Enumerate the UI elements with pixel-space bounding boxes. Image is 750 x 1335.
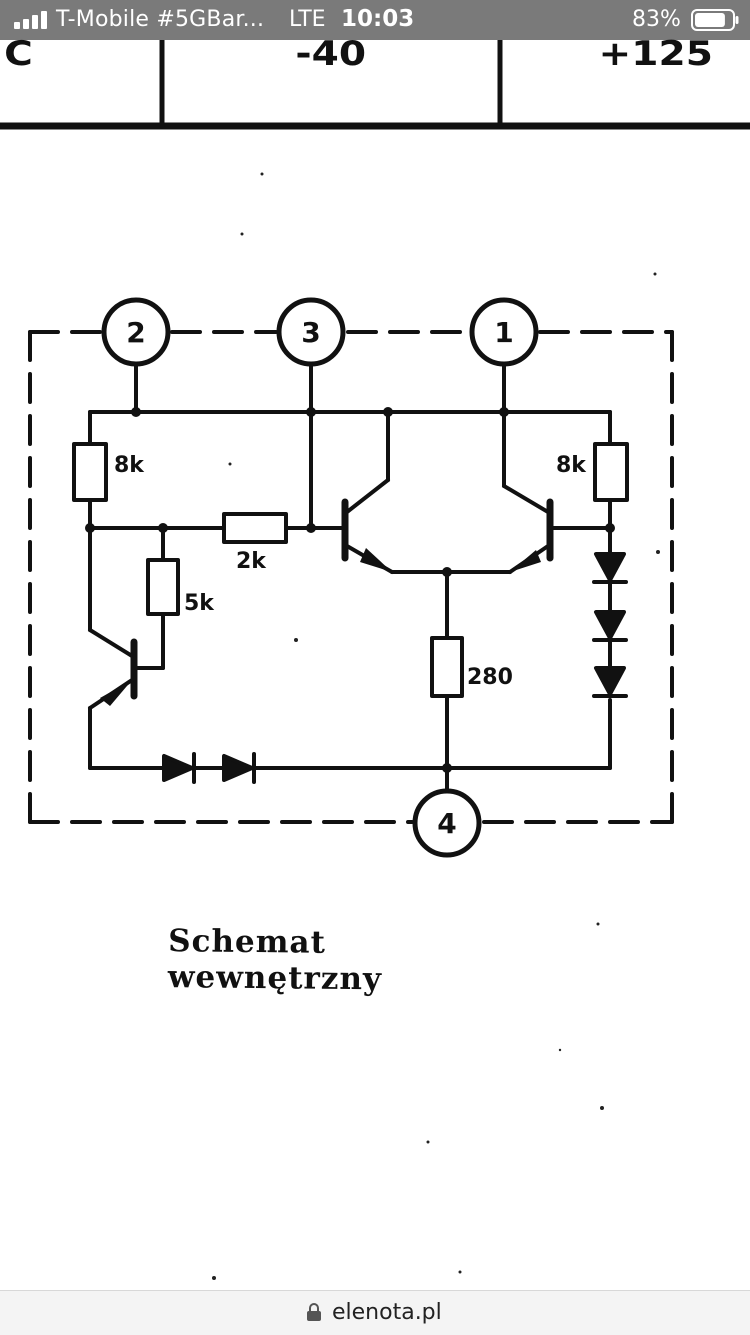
circuit-schematic: 2 3 1 4 8k 2k 5k 8k 280 xyxy=(0,40,750,1280)
resistor-5k-label: 5k xyxy=(184,591,215,616)
table-lines xyxy=(0,40,750,130)
table-cell-min: -40 xyxy=(295,34,367,74)
pin-2-label: 2 xyxy=(126,316,145,349)
junction-dots xyxy=(85,407,615,773)
schematic-caption: Schemat wewnętrzny xyxy=(167,923,383,998)
pin-3-label: 3 xyxy=(301,316,320,349)
resistor-5k xyxy=(146,558,180,616)
status-time: 10:03 xyxy=(341,6,415,32)
resistor-280-label: 280 xyxy=(467,665,513,690)
diode-bottom-2 xyxy=(222,752,256,784)
diode-bottom-1 xyxy=(161,752,224,784)
diode-right-1 xyxy=(592,552,628,614)
carrier-name: T-Mobile #5GBar... xyxy=(56,7,265,32)
url-text[interactable]: elenota.pl xyxy=(332,1300,442,1325)
pin-4-label: 4 xyxy=(437,807,456,840)
status-bar: T-Mobile #5GBar... LTE 10:03 83% xyxy=(0,0,750,40)
resistor-8k-left-label: 8k xyxy=(114,453,145,478)
diode-right-2 xyxy=(592,610,628,670)
resistor-280 xyxy=(430,636,464,698)
resistor-8k-right xyxy=(593,442,629,502)
lock-icon xyxy=(307,1303,321,1321)
resistor-2k xyxy=(222,512,288,544)
transistor-arrows xyxy=(100,548,541,706)
battery-percent: 83% xyxy=(632,7,681,32)
resistor-2k-label: 2k xyxy=(236,549,267,574)
document-page: C -40 +125 xyxy=(0,34,750,1290)
diode-right-3 xyxy=(592,666,628,698)
battery-icon xyxy=(691,9,739,31)
address-bar[interactable]: elenota.pl xyxy=(0,1290,750,1335)
pin-1-label: 1 xyxy=(494,316,513,349)
table-cell-max: +125 xyxy=(598,34,713,74)
wires xyxy=(88,362,612,793)
resistor-8k-left xyxy=(72,442,108,502)
resistor-8k-right-label: 8k xyxy=(556,453,587,478)
table-cell-unit: C xyxy=(4,34,33,74)
network-type: LTE xyxy=(289,7,326,32)
signal-bars-icon xyxy=(14,11,47,29)
package-outline xyxy=(28,330,674,824)
scan-noise xyxy=(212,172,660,1280)
